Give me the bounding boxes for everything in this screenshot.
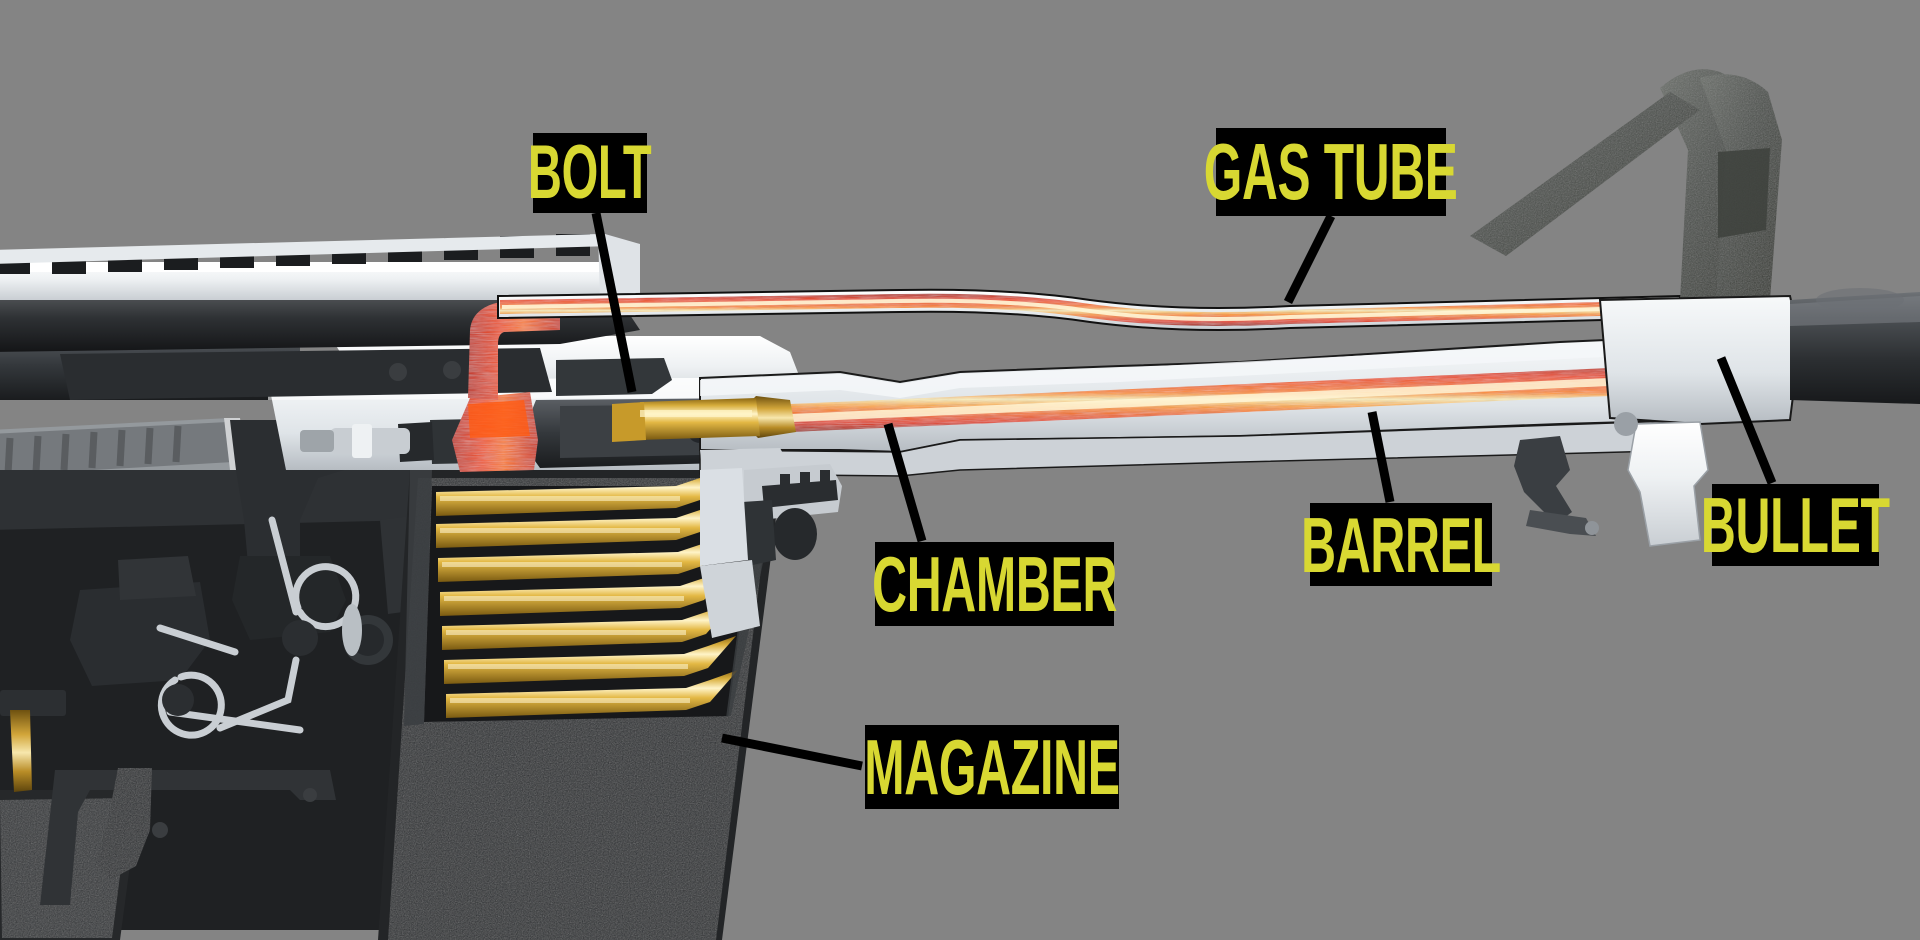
cartridge-row — [444, 636, 736, 684]
trigger — [96, 768, 152, 880]
hot-gas-elbow — [468, 300, 560, 400]
picatinny-rail — [0, 232, 640, 300]
barrel-assembly — [612, 334, 1862, 477]
leader-bullet — [1716, 356, 1777, 485]
gas-tube — [497, 288, 1681, 331]
cartridge-row — [438, 534, 730, 582]
hot-gas-carrier-blast — [452, 392, 538, 472]
callout-label-barrel: BARREL — [1301, 503, 1501, 586]
barrel-lug-handle — [1514, 436, 1599, 536]
pin — [152, 822, 168, 838]
firing-pin — [300, 424, 410, 458]
pin — [303, 788, 317, 802]
cartridge-row — [446, 670, 738, 718]
callout-text-barrel: BARREL — [1301, 500, 1501, 589]
selector-pin — [342, 604, 393, 665]
callout-text-chamber: CHAMBER — [872, 540, 1117, 628]
cartridge-row — [436, 477, 724, 516]
trigger-guard — [40, 770, 336, 905]
gas-block — [1598, 294, 1802, 426]
gas-key — [556, 358, 672, 396]
cartridge-row — [436, 500, 726, 548]
leader-magazine — [721, 733, 863, 771]
outer-barrel — [1790, 288, 1920, 404]
cartridge-row — [440, 568, 732, 616]
leader-bolt — [591, 212, 637, 393]
forward-assist-and-controls — [700, 448, 842, 638]
callout-text-bullet: BULLET — [1701, 481, 1890, 569]
chamber — [612, 396, 796, 442]
callout-label-magazine: MAGAZINE — [864, 723, 1120, 811]
callout-text-bolt: BOLT — [528, 130, 652, 215]
callout-text-magazine: MAGAZINE — [864, 723, 1120, 811]
callout-text-gas-tube: GAS TUBE — [1204, 127, 1458, 216]
callout-label-bullet: BULLET — [1701, 484, 1890, 566]
leader-lines — [591, 212, 1777, 771]
chambered-case — [640, 398, 760, 440]
callout-label-gas-tube: GAS TUBE — [1204, 128, 1458, 216]
leader-chamber — [883, 422, 927, 543]
front-sight-assembly — [1470, 69, 1802, 547]
charging-handle-latch — [780, 470, 830, 502]
trigger-spring — [156, 624, 304, 739]
leader-barrel — [1367, 411, 1395, 503]
magazine-cartridges — [436, 477, 738, 718]
lower-receiver-body — [0, 470, 420, 940]
cartridge-row — [442, 602, 734, 650]
callout-label-bolt: BOLT — [528, 133, 652, 213]
callout-label-chamber: CHAMBER — [872, 540, 1117, 628]
leader-gas-tube — [1283, 213, 1336, 305]
loose-cartridge — [0, 690, 66, 792]
